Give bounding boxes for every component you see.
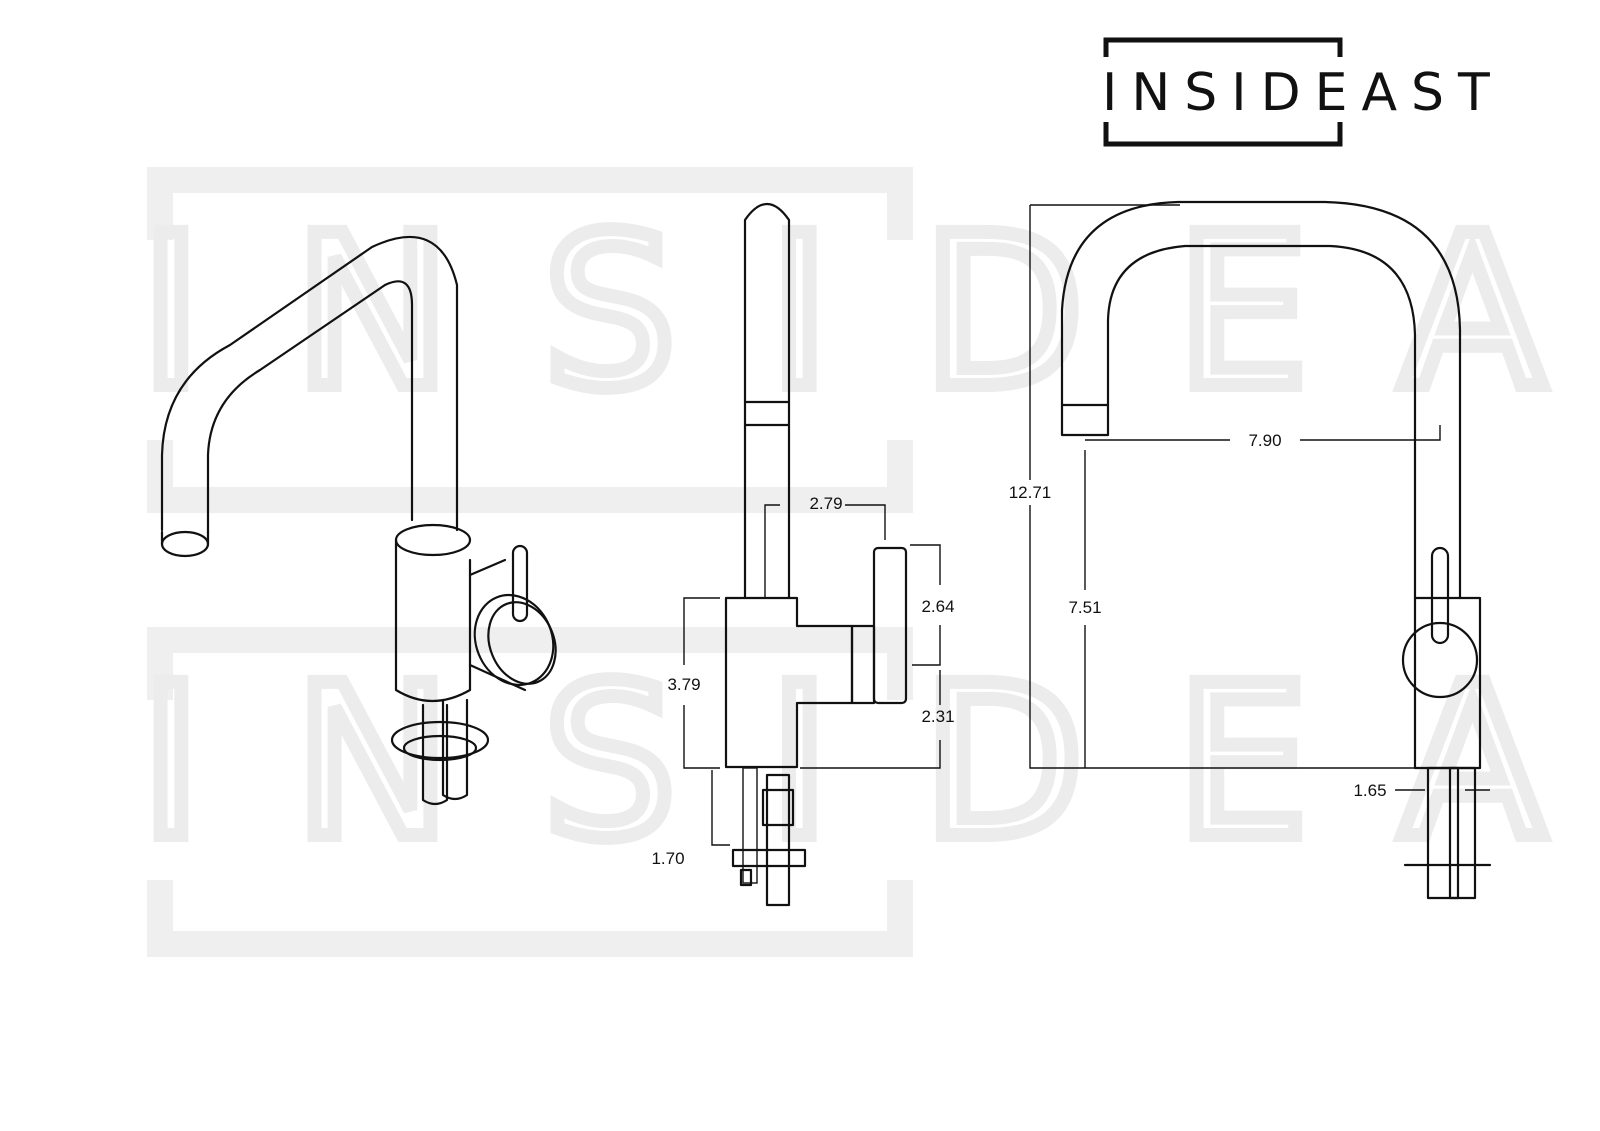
perspective-view — [160, 235, 557, 806]
brand-logo: INSIDEAST — [1102, 37, 1504, 147]
dim-handle-height: 2.64 — [921, 597, 954, 616]
dim-mount-depth: 1.70 — [651, 849, 684, 868]
side-view: 2.79 2.64 3.79 2.31 1.70 — [651, 203, 955, 907]
watermark-top: INSIDEAST — [133, 167, 1600, 513]
watermark-text-bottom: INSIDEAST — [140, 640, 1600, 885]
dim-body-height: 3.79 — [667, 675, 700, 694]
watermark-bottom: INSIDEAST — [133, 627, 1600, 957]
dim-total-height: 12.71 — [1009, 483, 1052, 502]
dim-handle-to-base: 2.31 — [921, 707, 954, 726]
front-view: 12.71 7.90 7.51 1.65 — [1009, 200, 1492, 900]
dim-base-width: 1.65 — [1353, 781, 1386, 800]
dim-spout-reach: 7.90 — [1248, 431, 1281, 450]
dim-spout-clearance: 7.51 — [1068, 598, 1101, 617]
brand-name: INSIDEAST — [1102, 63, 1504, 123]
dim-spout-offset: 2.79 — [809, 494, 842, 513]
watermark-text-top: INSIDEAST — [140, 190, 1600, 435]
